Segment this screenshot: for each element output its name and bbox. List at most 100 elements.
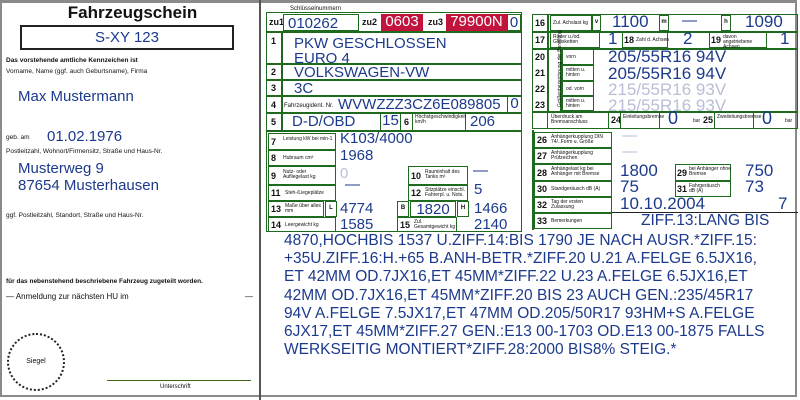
row-line	[266, 63, 522, 65]
field-20-number: 20	[535, 52, 546, 62]
driving-noise: 73	[745, 177, 764, 196]
signature-label: Unterschrift	[160, 384, 191, 390]
dual-line-brake-label-box: Zweileitungsbremse	[714, 111, 761, 129]
row-line	[266, 112, 522, 114]
seats-label: Sitzplätze einschl. Fahrerpl. u. Nots.	[425, 187, 466, 198]
power-label: Leistung kW bei min-1	[283, 136, 333, 142]
brake-label-box: Überdruck am Bremsanschluss	[547, 111, 609, 129]
first-registration-label: Tag der ersten Zulassung	[551, 199, 583, 210]
tire-rear: 205/55R16 94V	[608, 64, 727, 83]
field-22-number: 22	[535, 84, 546, 94]
key-numbers-label: Schlüsselnummern	[290, 6, 342, 12]
zu2-label: zu2	[362, 17, 378, 27]
axle-load-label: Zul. Achslast kg	[553, 20, 589, 26]
first-registration-date: 10.10.2004	[620, 194, 706, 213]
tire-21-label-box: mitten u. hinten	[562, 65, 594, 81]
field-5-number: 5	[271, 117, 277, 127]
zu3-value: 79900N	[446, 14, 507, 31]
curb-weight: 1585	[340, 216, 374, 233]
field-21-number: 21	[535, 68, 546, 78]
driving-noise-label: Fahrgeräusch dB (A)	[689, 183, 720, 194]
remarks-line: WERKSEITIG MONTIERT*ZIFF.28:2000 BIS8% S…	[284, 341, 677, 358]
gross-weight: 2140	[474, 216, 508, 233]
emission-class: EURO 4	[294, 50, 350, 67]
vehicle-type: 3C	[294, 80, 314, 97]
driven-axles: 1	[780, 29, 790, 48]
driven-axles-label: davon angetriebene Achsen	[723, 34, 753, 50]
height-label: H	[457, 201, 469, 217]
max-speed-label: Höchstgeschwindigkeit km/h	[415, 114, 466, 125]
tire-alt-front-label: od. vorn	[566, 86, 585, 92]
remarks-line: 94V A.FELGE 7.5JX17,ET 47MM OD.205/50R17…	[284, 305, 755, 322]
field-33-number: 33	[537, 216, 548, 226]
location-label: ggf. Postleitzahl, Standort, Straße und …	[6, 212, 144, 219]
field-24-number: 24	[611, 115, 622, 125]
field-11-label-box: 11 Steh-/Liegeplätze	[268, 185, 336, 201]
towing-unbraked: 750	[745, 161, 774, 180]
owner-name: Max Mustermann	[18, 88, 134, 105]
field-15-number: 15	[400, 220, 411, 230]
zu3-check: 0	[507, 14, 521, 31]
field-11-number: 11	[271, 188, 281, 198]
vin-label: Fahrzeugident. Nr.	[284, 103, 334, 109]
height: 1466	[474, 200, 508, 217]
wheels-label-box: Räder u./od. Gleisketten	[550, 32, 600, 48]
field-32-number: 32	[537, 200, 548, 210]
payload: 0	[340, 165, 349, 182]
row-line	[532, 111, 798, 113]
field-25-number: 25	[703, 115, 714, 125]
curb-weight-label: Leergewicht kg	[285, 222, 319, 228]
axle-rear-label: h	[721, 15, 731, 31]
tank-volume: —	[473, 162, 488, 179]
hu-text: — Anmeldung zur nächsten HU im	[6, 292, 129, 301]
tire-alt-rear-label: mitten u. hinten	[566, 98, 586, 109]
length-label: L	[325, 201, 337, 217]
gross-weight-label: Zul. Gesamtgewicht kg	[414, 219, 456, 230]
dual-line-brake: 0	[762, 108, 773, 128]
right-outer	[532, 14, 798, 129]
first-registration-b: 7	[778, 194, 788, 213]
wheels-label: Räder u./od. Gleisketten	[553, 34, 581, 45]
remarks-line: 6JX17,ET 45MM*ZIFF.27 GEN.:E13 00-1703 O…	[284, 323, 765, 340]
field-12-number: 12	[411, 188, 422, 198]
date-of-birth: 01.02.1976	[47, 128, 123, 145]
address-label: Postleitzahl, Wohnort/Firmensitz, Straße…	[6, 148, 163, 155]
displacement: 1968	[340, 147, 374, 164]
emission-key: D-D/OBD	[292, 113, 356, 130]
tire-20-label-box: vorn	[562, 49, 594, 65]
tire-front: 205/55R16 94V	[608, 47, 727, 66]
row-line	[266, 31, 522, 33]
tire-23-label-box: mitten u. hinten	[562, 96, 594, 111]
seats: 5	[474, 181, 483, 198]
length: 4774	[340, 200, 374, 217]
manufacturer: VOLKSWAGEN-VW	[294, 64, 430, 81]
field-26-number: 26	[537, 135, 548, 145]
row-line	[266, 95, 522, 97]
field-27-number: 27	[537, 151, 548, 161]
field-30-number: 30	[537, 184, 548, 194]
axles: 2	[683, 29, 693, 48]
coupling-approval: —	[622, 143, 637, 160]
document-title: Fahrzeugschein	[67, 3, 198, 22]
standing-places-label: Steh-/Liegeplätze	[285, 190, 324, 196]
stationary-noise-label: Standgeräusch dB (A)	[551, 186, 601, 192]
dob-label: geb. am	[6, 134, 30, 141]
field-8-number: 8	[271, 153, 277, 163]
field-17-number: 17	[535, 35, 546, 45]
remarks-line: 4870,HOCHBIS 1537 U.ZIFF.14:BIS 1790 JE …	[284, 232, 757, 249]
panel-divider	[259, 0, 261, 400]
axle-front-label: v	[592, 15, 601, 31]
